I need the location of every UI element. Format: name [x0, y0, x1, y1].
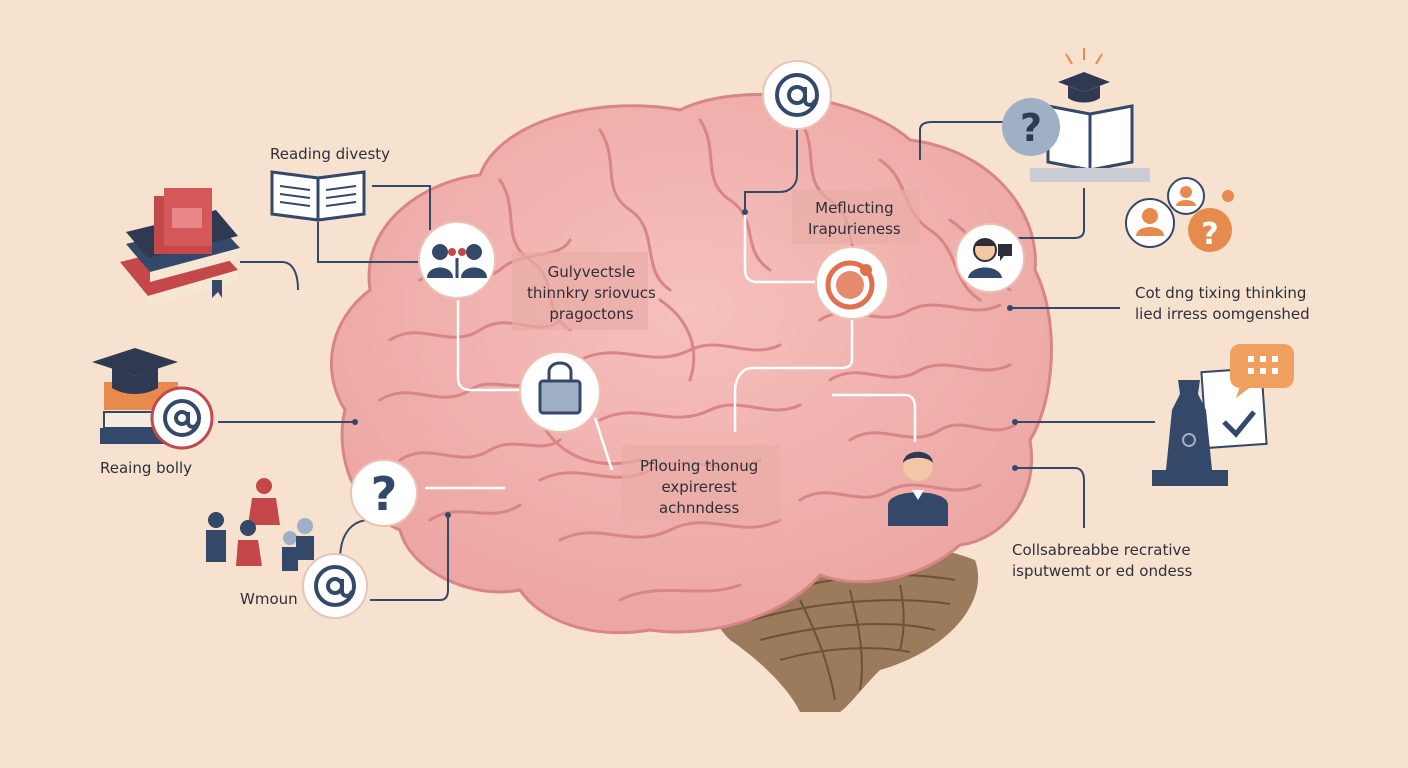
label-center-top-line2: Irapurieness: [808, 220, 901, 238]
connector-lines: [218, 121, 1155, 601]
label-center-bottom-line2: expirerest: [661, 478, 737, 496]
people-node[interactable]: [418, 221, 496, 299]
label-center-left-line3: pragoctons: [549, 305, 634, 323]
label-center-bottom-line1: Pflouing thonug: [640, 457, 759, 475]
label-right-top-line1: Cot dng tixing thinking: [1135, 284, 1307, 302]
label-whom: Wmoun: [240, 590, 298, 608]
open-book-icon: [270, 170, 366, 222]
at-sign-icon: [775, 73, 819, 117]
internal-lines: [425, 212, 917, 490]
person-chat-node[interactable]: [955, 223, 1025, 293]
at-sign-icon: [314, 565, 356, 607]
at-sign-badge-left: [150, 386, 214, 450]
label-center-bottom-line3: achnndess: [658, 499, 740, 517]
person-chat-icon: [968, 238, 1012, 278]
book-question-icon: ?: [1002, 48, 1150, 182]
label-center-left-line1: Gulyvectsle: [547, 263, 636, 281]
label-right-bottom-line2: isputwemt or ed ondess: [1012, 562, 1193, 580]
svg-text:?: ?: [1020, 106, 1042, 150]
label-box-left: [512, 252, 648, 330]
discussion-icon: ?: [1125, 177, 1234, 252]
label-right-top: Cot dng tixing thinking lied irress oomg…: [1135, 283, 1310, 325]
svg-text:?: ?: [1201, 217, 1218, 252]
target-icon: [825, 260, 875, 310]
label-center-top: Meflucting Irapurieness: [808, 198, 901, 240]
label-reading-diversity: Reading divesty: [270, 145, 391, 163]
people-icon: [427, 244, 487, 278]
label-right-top-line2: lied irress oomgenshed: [1135, 305, 1310, 323]
label-center-left-line2: thinnkry sriovucs: [527, 284, 656, 302]
strategy-checklist-icon: [1152, 344, 1294, 486]
connector-dots: [352, 209, 1018, 518]
question-icon: ?: [371, 467, 398, 521]
label-center-top-line1: Meflucting: [815, 199, 894, 217]
group-of-people-icon: [206, 478, 314, 571]
label-center-left: Gulyvectsle thinnkry sriovucs pragoctons: [527, 262, 656, 325]
brain: [329, 92, 1053, 635]
lock-node[interactable]: [519, 351, 601, 433]
target-node[interactable]: [815, 246, 889, 320]
person-icon: [888, 451, 948, 526]
at-sign-node-top[interactable]: [762, 60, 832, 130]
question-node[interactable]: ?: [350, 459, 418, 527]
label-box-top: [792, 190, 920, 244]
at-sign-node-bottom[interactable]: [302, 553, 368, 619]
label-box-bottom: [622, 445, 780, 521]
label-reading-bolly: Reaing bolly: [100, 459, 193, 477]
label-right-bottom: Collsabreabbe recrative isputwemt or ed …: [1012, 540, 1192, 582]
lock-icon: [538, 361, 582, 415]
label-center-bottom: Pflouing thonug expirerest achnndess: [640, 456, 758, 519]
label-right-bottom-line1: Collsabreabbe recrative: [1012, 541, 1191, 559]
book-stack-icon: [120, 188, 240, 306]
